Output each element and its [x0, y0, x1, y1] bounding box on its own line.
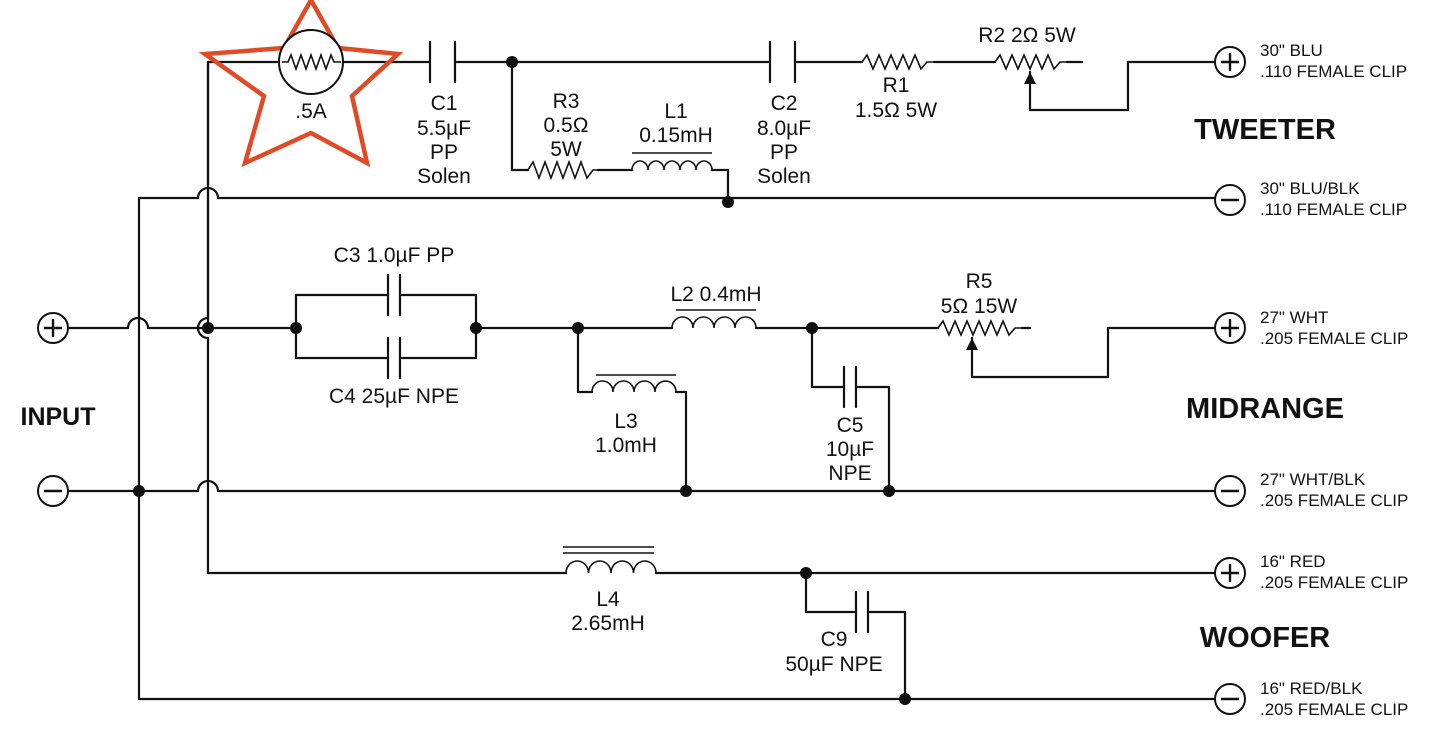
c2-type: PP	[770, 141, 798, 164]
capacitor-c9: C9 50µF NPE	[785, 590, 883, 676]
capacitor-c2: C2 8.0µF PP Solen	[757, 40, 811, 188]
resistor-r2: R2 2Ω 5W	[978, 24, 1076, 84]
c1-name: C1	[431, 92, 458, 115]
midrange-positive-terminal: 27" WHT .205 FEMALE CLIP	[1214, 308, 1408, 348]
r3-name: R3	[553, 90, 580, 113]
r5-name: R5	[966, 270, 993, 293]
tweeter-section-label: TWEETER	[1194, 114, 1336, 146]
midrange-pos-clip: .205 FEMALE CLIP	[1260, 329, 1408, 348]
resistor-r5: R5 5Ω 15W	[937, 270, 1022, 350]
r1-value: 1.5Ω 5W	[855, 99, 937, 122]
r3-value: 0.5Ω	[544, 114, 589, 137]
resistor-r3: R3 0.5Ω 5W	[527, 90, 598, 181]
woofer-neg-wire: 16" RED/BLK	[1260, 679, 1363, 698]
c1-type: PP	[430, 141, 458, 164]
midrange-pos-wire: 27" WHT	[1260, 308, 1328, 327]
inductor-l2: L2 0.4mH	[670, 283, 762, 329]
fuse-highlight-star	[198, 0, 404, 168]
capacitor-c5: C5 10µF NPE	[826, 365, 874, 485]
l4-value: 2.65mH	[571, 612, 645, 635]
input-negative-terminal	[37, 475, 69, 507]
c2-value: 8.0µF	[757, 117, 811, 140]
input-positive-terminal	[37, 312, 69, 344]
c9-name: C9	[821, 628, 848, 651]
midrange-section-label: MIDRANGE	[1186, 393, 1344, 425]
tweeter-pos-wire: 30" BLU	[1260, 41, 1323, 60]
wiring	[66, 60, 1216, 701]
midrange-neg-clip: .205 FEMALE CLIP	[1260, 491, 1408, 510]
c9-value: 50µF NPE	[785, 653, 882, 676]
c5-value: 10µF	[826, 438, 874, 461]
junction-dots	[133, 56, 911, 705]
c5-type: NPE	[828, 462, 871, 485]
l1-value: 0.15mH	[639, 124, 713, 147]
c3-label: C3 1.0µF PP	[334, 244, 455, 267]
capacitor-c4: C4 25µF NPE	[329, 336, 459, 408]
inductor-l4: L4 2.65mH	[563, 546, 657, 635]
r5-value: 5Ω 15W	[941, 295, 1018, 318]
l1-name: L1	[664, 100, 687, 123]
c2-name: C2	[771, 92, 798, 115]
resistor-r1: R1 1.5Ω 5W	[855, 52, 937, 122]
capacitor-c1: C1 5.5µF PP Solen	[417, 40, 471, 188]
fuse-label: .5A	[295, 100, 327, 123]
r2-label: R2 2Ω 5W	[978, 24, 1076, 47]
tweeter-negative-terminal: 30" BLU/BLK .110 FEMALE CLIP	[1214, 179, 1407, 219]
l2-label: L2 0.4mH	[670, 283, 761, 306]
r3-power: 5W	[550, 138, 582, 161]
woofer-pos-wire: 16" RED	[1260, 552, 1326, 571]
c1-value: 5.5µF	[417, 117, 471, 140]
tweeter-neg-wire: 30" BLU/BLK	[1260, 179, 1360, 198]
c5-name: C5	[837, 414, 864, 437]
c4-label: C4 25µF NPE	[329, 385, 459, 408]
woofer-pos-clip: .205 FEMALE CLIP	[1260, 573, 1408, 592]
l3-value: 1.0mH	[595, 434, 657, 457]
inductor-l1: L1 0.15mH	[631, 100, 713, 171]
l3-name: L3	[614, 410, 637, 433]
woofer-positive-terminal: 16" RED .205 FEMALE CLIP	[1214, 552, 1408, 592]
tweeter-positive-terminal: 30" BLU .110 FEMALE CLIP	[1214, 41, 1407, 81]
fuse: .5A	[198, 0, 404, 168]
woofer-neg-clip: .205 FEMALE CLIP	[1260, 700, 1408, 719]
midrange-negative-terminal: 27" WHT/BLK .205 FEMALE CLIP	[1214, 470, 1408, 510]
woofer-section-label: WOOFER	[1200, 622, 1331, 654]
woofer-negative-terminal: 16" RED/BLK .205 FEMALE CLIP	[1214, 679, 1408, 719]
capacitor-c3: C3 1.0µF PP	[334, 244, 455, 317]
tweeter-neg-clip: .110 FEMALE CLIP	[1260, 200, 1407, 219]
r1-name: R1	[883, 74, 910, 97]
tweeter-pos-clip: .110 FEMALE CLIP	[1260, 62, 1407, 81]
inductor-l3: L3 1.0mH	[591, 374, 677, 457]
midrange-neg-wire: 27" WHT/BLK	[1260, 470, 1366, 489]
c1-brand: Solen	[417, 165, 471, 188]
c2-brand: Solen	[757, 165, 811, 188]
input-label: INPUT	[21, 403, 96, 431]
l4-name: L4	[596, 588, 620, 611]
